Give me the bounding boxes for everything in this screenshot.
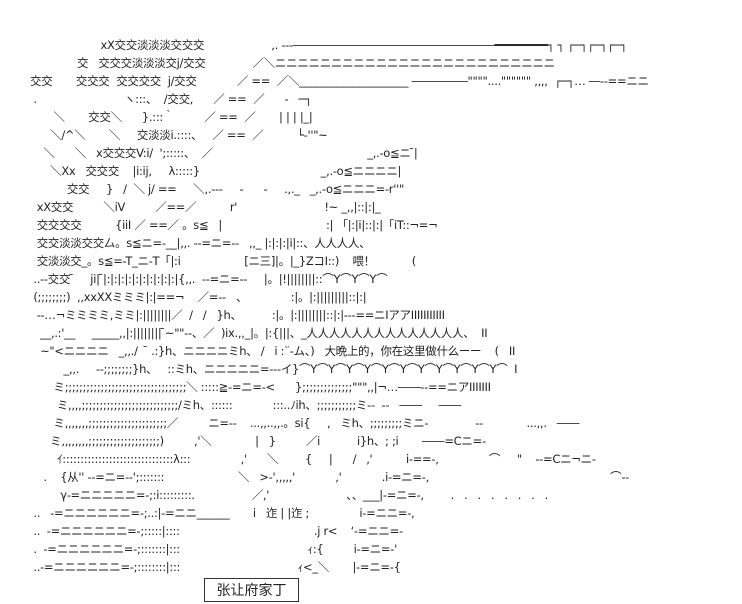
art-line: 交交交交 {iiI ／ ==／ 。s≦ | :| 「|:|i|::|:|「iT:… [30, 218, 438, 232]
art-line: ミ,,,,;;;;;;;;;;;;;;;;;;;;;;;;;;;/ミh、::::… [30, 398, 461, 412]
art-line: γ‐=ニニニニニ=‐;:i:::::::::. ／,' 、、___|‐=ニ=‐,… [30, 488, 548, 502]
art-line: ミ,,,,,,,;;;;;;;;;;;;;;;;;;;;;;／ ニ=‐‐ ...… [30, 416, 580, 430]
art-line: xX交交淡淡淡交交交 ,. ---――――――――――――――――――━━━━━… [30, 38, 628, 52]
art-line: .. ‐=ニニニニニニ=‐;:::::|:::: .j r< ‘‐=ニニ=‐ [30, 524, 403, 538]
art-line: ミ;;;;;;;;;;;;;;;;;;;;;;;;;;;;;;;;;;＼ :::… [30, 380, 491, 394]
art-line: ..‐=ニニニニニニ=‐;::::::::|::: ｨ<_＼ |‐=ニ=‐{ [30, 560, 401, 574]
ascii-art-scene: xX交交淡淡淡交交交 ,. ---――――――――――――――――――━━━━━… [30, 36, 649, 576]
art-line: .. ‐=ニニニニニニ=‐;..:|‐=ニニ______ i 迮 | |迮 ; … [30, 506, 415, 520]
art-line: ..‐‐交交 ̄ ji| ̄|:|:|:|:|:|:|:|:|:|:|{,,. … [30, 272, 388, 286]
art-line: __,.:'__ _____,,|:|||||||| ̄~""‐‐、／ )ix.… [30, 326, 488, 340]
art-line: ‐‐…¬ミミミミ,ミミ|:||||||||／ / / }h、 :|。|:||||… [30, 308, 445, 322]
character-name-label: 张让府家丁 [204, 578, 299, 602]
art-line: ｲ:::::::::::::::::::::::::::::::λ::: ,' … [30, 452, 596, 466]
art-line: ＼Xx 交交交 |i:ij, λ:::::} _,.-o≦ニニニニ| [30, 164, 402, 178]
art-line: ＼ ＼ x交交交V:i/ ';:::::、 ／ _,.-o≦ニ ̄| [30, 146, 418, 160]
art-line: ＼/^＼ ＼ 交淡淡i.::::、 ／ == ／ └‐''"~ [30, 128, 328, 142]
art-line: 交交 交交交 交交交交 j/交交 ／ == ／＼________________… [30, 74, 649, 88]
art-line: 交交淡淡交交厶。s≦ニ=-__|,,. ‐‐=ニ=‐- ,,_ |:|:|:|i… [30, 236, 371, 250]
art-line: ~"<ニニニニ _,,./ ̄ .:}h、ニニニニミh、 / i :¨‐ム、) … [30, 344, 516, 358]
art-line: ミ,,,,,,,,;;;;;;;;;;;;;;;;;;;;) ,'＼ | } ／… [30, 434, 486, 448]
art-line: 交 交交交淡淡淡交j/交交 ／＼ニニニニニニニニニニニニニニニニニニニニニニニニ… [30, 56, 555, 70]
art-line: . ‐=ニニニニニニ=‐;:::::::|::: ｨ:{ i‐=ニ=‐' [30, 542, 397, 556]
art-line: _,,. ‐‐;;;;;;;;}h、 ::ミh、ニニニニニ=‐‐‐イ}⌒Y⌒Y⌒… [30, 362, 518, 376]
art-line: (;;;;;;;;) ,,xxXXミミミ|:|==¬ ／=‐- 、 :|。|:|… [30, 290, 367, 304]
art-line: ＼ 交交＼ }.:::｀ ／ == ／ | | | |_| [30, 110, 313, 124]
art-line: xX交交 ＼iV ／==／ r' !~ _,,|::|:|_ [30, 200, 381, 214]
art-line: 交淡淡交_。s≦=‐T_ニ‐T「|:i [ニ三]|。|_}ZコI::) 喂！ ( [30, 254, 417, 268]
art-line: 交交 } / ＼ j/ == ＼,.-‐‐ - - .,._ _,.-o≦ニニニ… [30, 182, 404, 196]
art-line: . {从'' ‐‐=ニ=‐‐';::::::: ＼ >‐',,,,,' ,' .… [30, 470, 630, 484]
art-line: . ヽ:::、 /交交, ／ == ／ ‐ ─┐ [30, 92, 312, 106]
